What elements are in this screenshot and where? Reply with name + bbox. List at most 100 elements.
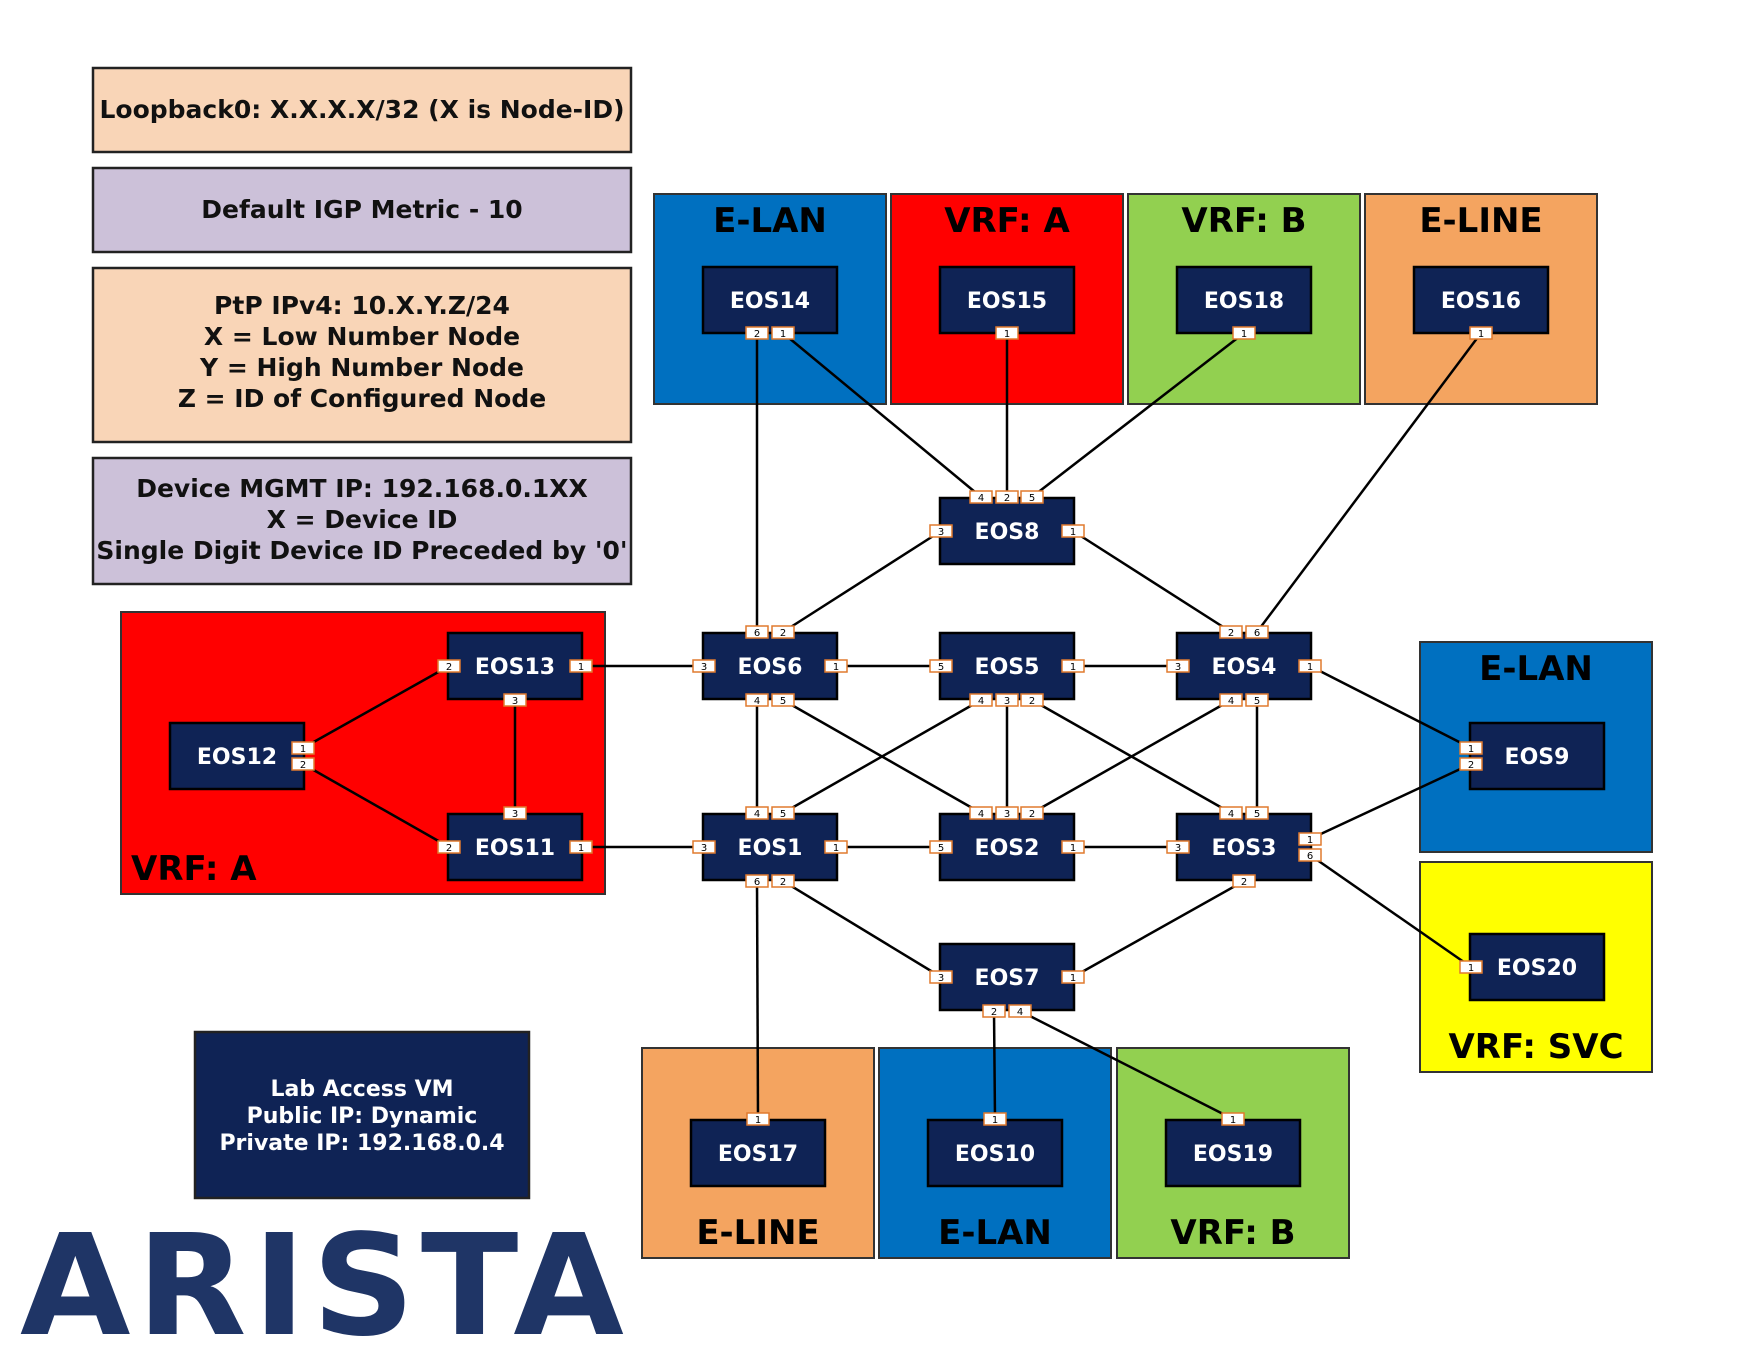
- node-eos17[interactable]: EOS17: [689, 1118, 827, 1188]
- node-box[interactable]: [701, 812, 839, 882]
- port-box: [745, 806, 769, 820]
- port-eos5-3: 3: [995, 693, 1019, 707]
- port-eos2-4: 4: [969, 806, 993, 820]
- port-eos2-3: 3: [995, 806, 1019, 820]
- port-eos6-2: 2: [771, 625, 795, 639]
- node-box[interactable]: [1175, 265, 1313, 335]
- info-line: X = Low Number Node: [204, 322, 520, 351]
- port-box: [969, 490, 993, 504]
- node-eos6[interactable]: EOS6: [701, 631, 839, 701]
- node-eos14[interactable]: EOS14: [701, 265, 839, 335]
- node-box[interactable]: [701, 265, 839, 335]
- port-label: 1: [1241, 329, 1247, 340]
- node-box[interactable]: [938, 631, 1076, 701]
- port-eos7-2: 2: [982, 1004, 1006, 1018]
- node-box[interactable]: [168, 721, 306, 791]
- port-label: 1: [833, 843, 839, 854]
- node-eos15[interactable]: EOS15: [938, 265, 1076, 335]
- link-eos1-eos7: [782, 879, 942, 979]
- node-label: EOS17: [718, 1142, 798, 1167]
- links-layer: [302, 332, 1483, 1121]
- node-eos4[interactable]: EOS4: [1175, 631, 1313, 701]
- node-eos7[interactable]: EOS7: [938, 942, 1076, 1012]
- port-eos3-2: 2: [1232, 874, 1256, 888]
- port-label: 4: [978, 809, 984, 820]
- node-eos20[interactable]: EOS20: [1468, 932, 1606, 1002]
- port-box: [1219, 806, 1243, 820]
- link-eos3-eos20: [1309, 853, 1472, 969]
- port-box: [1219, 693, 1243, 707]
- port-label: 2: [446, 662, 452, 673]
- node-label: EOS13: [475, 655, 555, 680]
- node-box[interactable]: [1412, 265, 1550, 335]
- zone-title: VRF: A: [131, 849, 257, 889]
- port-box: [745, 874, 769, 888]
- node-label: EOS15: [967, 289, 1047, 314]
- node-box[interactable]: [689, 1118, 827, 1188]
- port-box: [569, 840, 593, 854]
- node-eos2[interactable]: EOS2: [938, 812, 1076, 882]
- port-label: 2: [780, 877, 786, 888]
- lab-access-line: Lab Access VM: [270, 1077, 453, 1102]
- port-eos9-2: 2: [1459, 757, 1483, 771]
- node-label: EOS6: [738, 655, 803, 680]
- port-box: [1469, 326, 1493, 340]
- port-label: 1: [1468, 963, 1474, 974]
- port-eos5-2: 2: [1020, 693, 1044, 707]
- node-eos19[interactable]: EOS19: [1164, 1118, 1302, 1188]
- port-eos4-5: 5: [1245, 693, 1269, 707]
- node-eos10[interactable]: EOS10: [926, 1118, 1064, 1188]
- port-eos17-1: 1: [746, 1112, 770, 1126]
- port-box: [1061, 659, 1085, 673]
- port-label: 5: [1254, 809, 1260, 820]
- node-eos16[interactable]: EOS16: [1412, 265, 1550, 335]
- node-eos9[interactable]: EOS9: [1468, 721, 1606, 791]
- node-box[interactable]: [1175, 631, 1313, 701]
- port-label: 3: [701, 662, 707, 673]
- port-eos3-3: 3: [1166, 840, 1190, 854]
- node-box[interactable]: [926, 1118, 1064, 1188]
- port-label: 5: [780, 696, 786, 707]
- port-eos4-6: 6: [1245, 625, 1269, 639]
- port-box: [692, 840, 716, 854]
- port-eos15-1: 1: [995, 326, 1019, 340]
- port-eos8-5: 5: [1020, 490, 1044, 504]
- port-box: [1245, 625, 1269, 639]
- port-eos19-1: 1: [1221, 1112, 1245, 1126]
- port-eos2-1: 1: [1061, 840, 1085, 854]
- link-eos12-eos13: [302, 664, 450, 750]
- port-label: 1: [1307, 835, 1313, 846]
- port-eos1-5: 5: [771, 806, 795, 820]
- port-box: [1061, 840, 1085, 854]
- port-box: [771, 874, 795, 888]
- port-eos6-3: 3: [692, 659, 716, 673]
- port-label: 1: [578, 843, 584, 854]
- node-eos11[interactable]: EOS11: [446, 812, 584, 882]
- port-label: 2: [446, 843, 452, 854]
- lab-access-vm-box: Lab Access VM Public IP: Dynamic Private…: [193, 1030, 531, 1200]
- node-eos12[interactable]: EOS12: [168, 721, 306, 791]
- port-label: 2: [780, 628, 786, 639]
- node-eos5[interactable]: EOS5: [938, 631, 1076, 701]
- node-label: EOS7: [975, 966, 1040, 991]
- node-label: EOS18: [1204, 289, 1284, 314]
- node-eos1[interactable]: EOS1: [701, 812, 839, 882]
- node-label: EOS20: [1497, 956, 1577, 981]
- node-box[interactable]: [446, 812, 584, 882]
- node-box[interactable]: [1468, 932, 1606, 1002]
- node-eos3[interactable]: EOS3: [1175, 812, 1313, 882]
- node-box[interactable]: [1468, 721, 1606, 791]
- port-box: [1459, 757, 1483, 771]
- port-box: [1245, 693, 1269, 707]
- zone-title: E-LAN: [1479, 649, 1593, 689]
- port-box: [1232, 326, 1256, 340]
- node-box[interactable]: [1175, 812, 1313, 882]
- node-box[interactable]: [446, 631, 584, 701]
- port-box: [824, 840, 848, 854]
- node-eos13[interactable]: EOS13: [446, 631, 584, 701]
- node-eos8[interactable]: EOS8: [938, 496, 1076, 566]
- port-box: [745, 625, 769, 639]
- node-eos18[interactable]: EOS18: [1175, 265, 1313, 335]
- port-box: [437, 840, 461, 854]
